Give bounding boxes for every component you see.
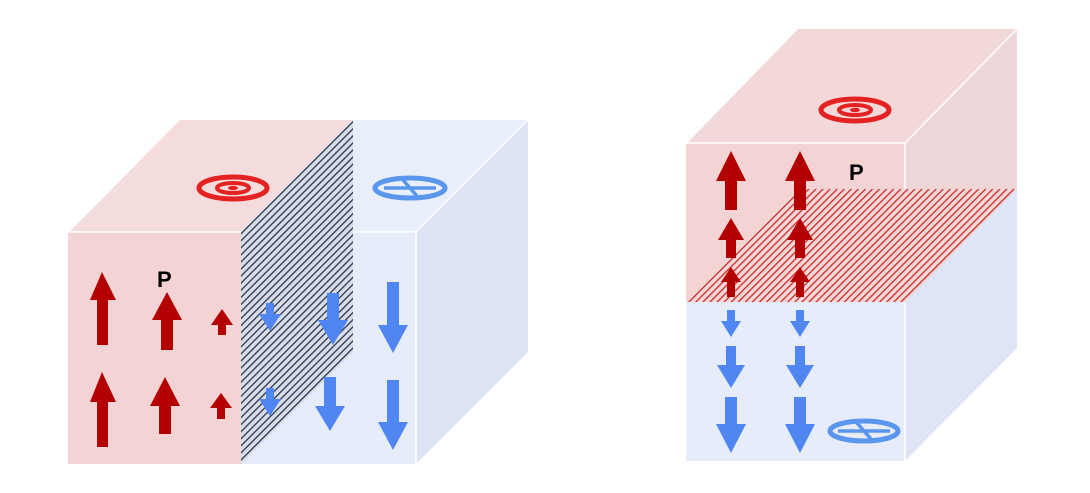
arrow-up-icon (152, 292, 182, 350)
arrow-down-icon (790, 310, 810, 337)
arrow-down-icon (318, 293, 348, 345)
arrow-up-icon (790, 267, 810, 297)
arrow-down-icon (315, 377, 345, 431)
left-front-red (68, 232, 241, 464)
arrow-down-icon (378, 380, 408, 450)
right-block: P (685, 28, 1018, 461)
polarization-down-arrows (259, 282, 408, 450)
target-icon (818, 96, 892, 124)
polarization-label: P (157, 267, 172, 292)
polarization-up-arrows (90, 272, 233, 447)
arrow-down-icon (785, 397, 815, 453)
arrow-up-icon (210, 393, 232, 419)
arrow-down-icon (259, 303, 281, 331)
arrow-up-icon (90, 372, 116, 447)
arrow-down-icon (786, 346, 814, 388)
polarization-down-arrows (716, 310, 815, 453)
arrow-up-icon (211, 309, 233, 335)
left-block: P (67, 119, 529, 464)
arrow-down-icon (378, 282, 408, 353)
arrow-down-icon (721, 310, 741, 337)
crossed-circle-icon (372, 175, 448, 201)
target-icon (196, 174, 270, 202)
polarization-label: P (849, 160, 864, 185)
arrow-down-icon (716, 397, 746, 453)
right-side-blue (905, 189, 1017, 461)
right-domain-wall (686, 189, 1017, 302)
right-top-face (686, 29, 1017, 143)
arrow-up-icon (787, 218, 813, 258)
polarization-up-arrows (716, 151, 815, 297)
arrow-up-icon (718, 218, 744, 258)
arrow-down-icon (259, 388, 281, 416)
left-side-face (416, 120, 528, 464)
crossed-circle-icon (827, 418, 901, 444)
arrow-down-icon (717, 346, 745, 388)
arrow-up-icon (716, 151, 746, 210)
arrow-up-icon (785, 151, 815, 210)
arrow-up-icon (721, 267, 741, 297)
left-top-red (68, 120, 353, 232)
arrow-up-icon (150, 377, 180, 434)
arrow-up-icon (90, 272, 116, 345)
